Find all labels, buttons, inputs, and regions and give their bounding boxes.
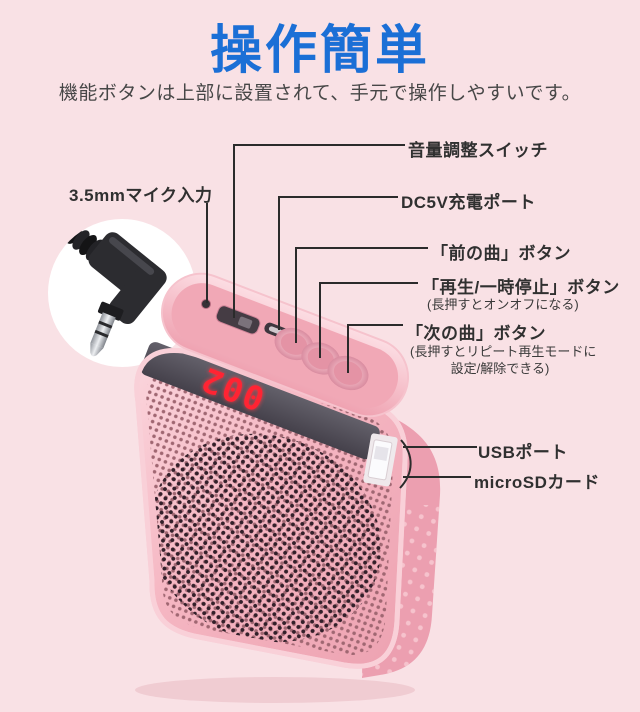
callout-bracket-usb	[399, 439, 412, 489]
plug-body	[88, 232, 167, 325]
page-title: 操作簡単	[209, 22, 430, 80]
callout-line-prev-v	[295, 247, 297, 343]
callout-line-play-v	[319, 282, 321, 358]
volume-slider-switch	[215, 305, 261, 335]
callout-line-volume-h	[233, 144, 405, 146]
callout-line-dc5v-v	[278, 196, 280, 330]
plug-inset-illustration	[48, 219, 196, 367]
plug-metal-tip	[90, 301, 124, 357]
device-illustration: 002 002	[134, 272, 441, 703]
callout-line-next-h	[347, 324, 403, 326]
audio-plug-photo	[53, 219, 167, 357]
callout-line-mic	[206, 203, 208, 303]
device-metal-rim	[134, 347, 408, 669]
usb-port	[363, 433, 398, 487]
label-next-button: 「次の曲」ボタン	[406, 324, 546, 343]
callout-line-dc5v-h	[278, 196, 398, 198]
label-dc5v-port: DC5V充電ポート	[401, 193, 536, 212]
callout-line-microsd	[403, 476, 471, 478]
next-track-button	[327, 355, 369, 391]
label-mic-input: 3.5mmマイク入力	[69, 186, 213, 205]
label-microsd-card: microSDカード	[474, 473, 600, 492]
note-next-line2: 設定/解除できる)	[450, 361, 550, 376]
device-shadow	[135, 677, 415, 703]
label-play-pause-button: 「再生/一時停止」ボタン	[422, 278, 620, 297]
note-next-line1: (長押すとリピート再生モードに	[410, 344, 597, 359]
callout-line-usb	[403, 446, 477, 448]
label-volume-switch: 音量調整スイッチ	[408, 141, 548, 160]
page-subtitle: 機能ボタンは上部に設置されて、手元で操作しやすいです。	[58, 83, 582, 104]
label-prev-button: 「前の曲」ボタン	[431, 244, 571, 263]
callout-line-play-h	[319, 282, 418, 284]
callout-line-next-v	[347, 324, 349, 373]
callout-line-prev-h	[295, 247, 428, 249]
callout-line-volume-v	[233, 144, 235, 318]
note-play-pause: (長押すとオンオフになる)	[427, 297, 579, 312]
label-usb-port: USBポート	[478, 443, 568, 462]
